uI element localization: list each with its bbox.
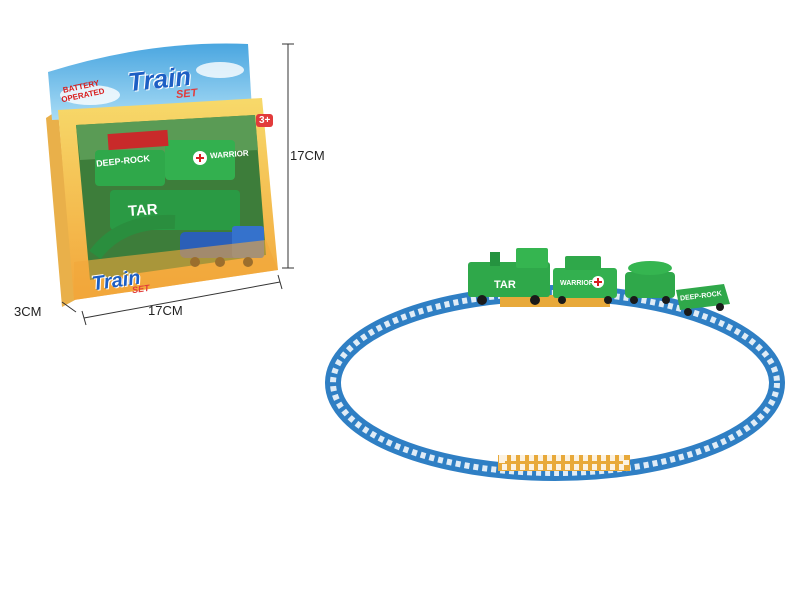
- train-label-warrior: WARRIOR: [560, 280, 594, 287]
- packaged-car-deep-rock: [95, 150, 165, 186]
- width-line: [83, 281, 281, 319]
- package-box: [46, 43, 278, 307]
- train-engine: [468, 248, 550, 305]
- pack-label-tar: TAR: [127, 200, 159, 221]
- train-label-tar: TAR: [494, 279, 516, 291]
- height-label: 17CM: [290, 148, 325, 163]
- brand-sub-top: SET: [175, 86, 198, 102]
- depth-label: 3CM: [14, 304, 42, 319]
- train-car-deep-rock: [676, 284, 730, 316]
- box-side: [46, 110, 75, 307]
- age-badge: 3+: [256, 114, 274, 127]
- train-car-warrior: [553, 256, 617, 304]
- depth-line: [61, 301, 77, 313]
- train-car-tanker: [625, 261, 675, 304]
- dimension-lines: [61, 43, 294, 326]
- oval-track: [325, 285, 785, 481]
- toy-train: [468, 248, 730, 316]
- width-label: 17CM: [148, 303, 183, 318]
